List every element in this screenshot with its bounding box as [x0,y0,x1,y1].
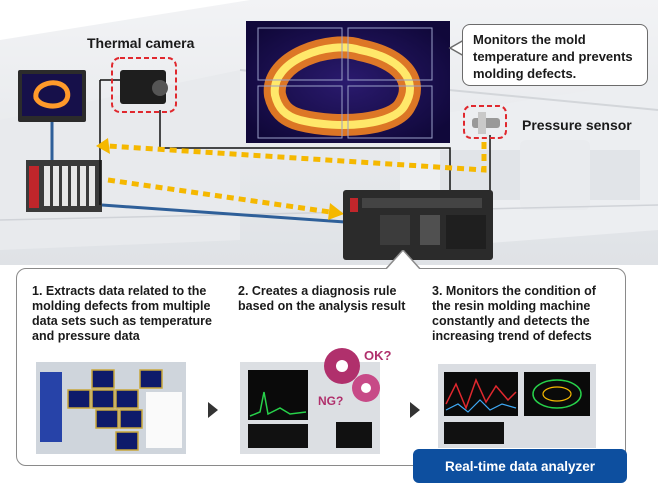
thermal-camera-label: Thermal camera [87,35,195,51]
real-time-data-analyzer-badge: Real-time data analyzer [413,449,627,483]
gears-icon [324,348,380,402]
gear-ok-label: OK? [364,348,392,363]
step-1-screenshot [36,362,186,454]
step-2-screenshot [240,362,380,454]
step-3-screenshot [438,364,596,448]
step-3-text: 3. Monitors the condition of the resin m… [432,284,596,343]
step-arrow-1 [208,402,218,418]
step-1-text: 1. Extracts data related to the molding … [32,284,212,343]
callout-box: Monitors the mold temperature and preven… [462,24,648,86]
step-2-text: 2. Creates a diagnosis rule based on the… [238,284,406,313]
step-arrow-2 [410,402,420,418]
gear-ng-label: NG? [318,394,344,408]
panel-pointer [385,250,425,272]
pressure-sensor-label: Pressure sensor [522,117,632,133]
